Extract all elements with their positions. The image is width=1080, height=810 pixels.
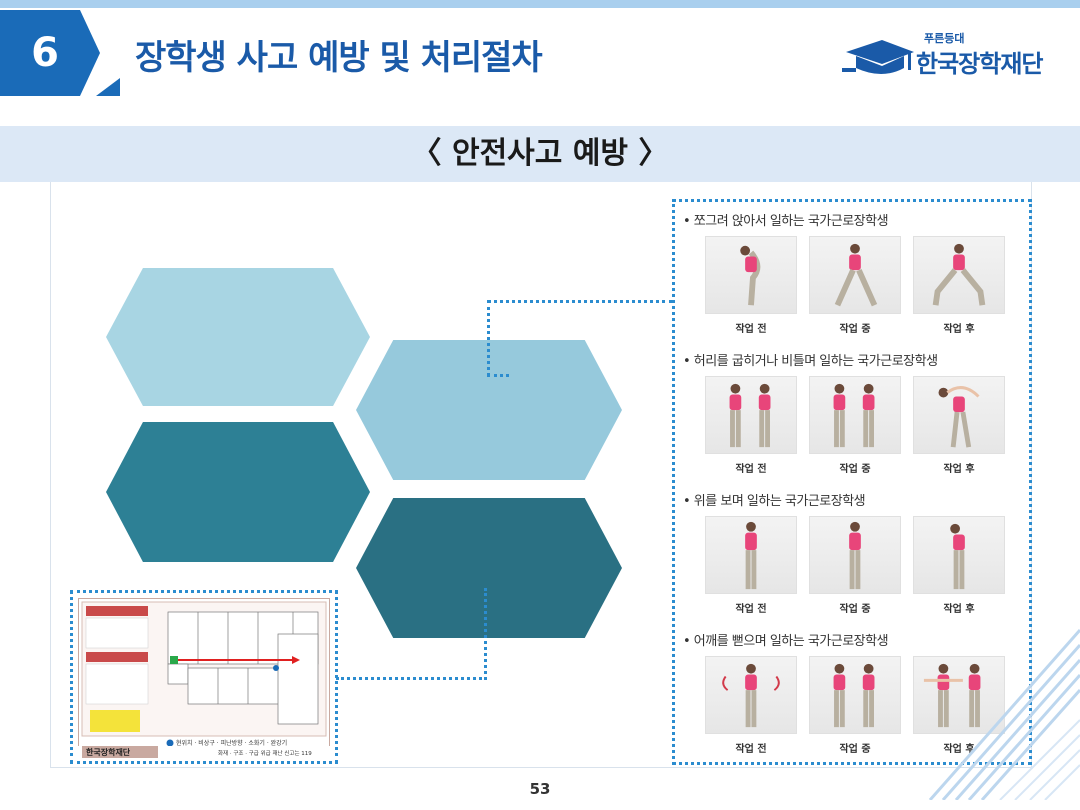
exercise-caption: 작업 후 (943, 324, 975, 335)
exercise-photo (913, 656, 1005, 734)
exercise-heading-2: • 허리를 굽히거나 비틀며 일하는 국가근로장학생 (683, 354, 938, 369)
page-title: 장학생 사고 예방 및 처리절차 (135, 38, 543, 78)
exercise-caption: 작업 중 (839, 744, 871, 755)
person-figure-icon (740, 245, 761, 306)
exercise-heading-3: • 위를 보며 일하는 국가근로장학생 (683, 494, 866, 509)
graduation-cap-icon (842, 40, 914, 74)
hexagon-dark (356, 498, 622, 638)
logo-name: 한국장학재단 (916, 50, 1043, 78)
hexagon-teal (106, 422, 370, 562)
person-figure-icon (833, 663, 875, 728)
evacuation-floorplan: 현위치 · 비상구 · 피난방향 · 소화기 · 완강기 한국장학재단 화재 ·… (78, 598, 330, 758)
top-accent-bar (0, 0, 1080, 8)
exercise-caption: 작업 후 (943, 464, 975, 475)
exercise-heading-1: • 쪼그려 앉아서 일하는 국가근로장학생 (683, 214, 889, 229)
floorplan-footer-note: 화재 · 구조 · 구급 위급 재난 신고는 119 (218, 749, 312, 757)
exercise-heading-4: • 어깨를 뻗으며 일하는 국가근로장학생 (683, 634, 889, 649)
exercise-photo (913, 516, 1005, 594)
exercise-photo (809, 376, 901, 454)
person-figure-icon (923, 663, 981, 728)
section-number: 6 (31, 30, 59, 76)
exercise-caption: 작업 중 (839, 324, 871, 335)
person-figure-icon (745, 521, 757, 590)
floorplan-legend: 현위치 · 비상구 · 피난방향 · 소화기 · 완강기 (176, 739, 287, 747)
person-figure-icon (950, 523, 965, 590)
kosaf-logo: 푸른등대 한국장학재단 (842, 28, 1052, 82)
exercise-caption: 작업 전 (735, 324, 767, 335)
exercise-panel: • 쪼그려 앉아서 일하는 국가근로장학생 • 허리를 굽히거나 비틀며 일하는… (673, 198, 1031, 764)
person-figure-icon (932, 243, 986, 306)
exercise-photo (809, 656, 901, 734)
section-number-badge: 6 (0, 10, 100, 96)
exercise-photo (705, 516, 797, 594)
exercise-frame (672, 199, 1032, 765)
connector-top-vertical (487, 300, 490, 376)
section-badge-tail (96, 78, 120, 96)
person-figure-icon (938, 386, 980, 448)
exercise-caption: 작업 후 (943, 744, 975, 755)
connector-top-stub (487, 374, 509, 377)
exercise-caption: 작업 전 (735, 604, 767, 615)
person-figure-icon (834, 243, 878, 307)
connector-bottom-vertical (484, 588, 487, 680)
exercise-caption: 작업 후 (943, 604, 975, 615)
exercise-photo (913, 236, 1005, 314)
connector-top-horizontal (487, 300, 673, 303)
hexagon-light (106, 268, 370, 406)
person-figure-icon (722, 663, 780, 728)
exercise-caption: 작업 전 (735, 464, 767, 475)
exercise-caption: 작업 중 (839, 604, 871, 615)
section-subtitle: 〈 안전사고 예방 〉 (411, 136, 669, 171)
page-number: 53 (529, 780, 551, 798)
exercise-photo (705, 236, 797, 314)
subtitle-band (0, 126, 1080, 182)
decorative-stripes-top (928, 629, 1080, 800)
logo-subtitle: 푸른등대 (924, 32, 965, 45)
exercise-photo (705, 376, 797, 454)
person-figure-icon (833, 383, 875, 448)
exercise-caption: 작업 전 (735, 744, 767, 755)
exercise-photo (913, 376, 1005, 454)
exercise-photo (705, 656, 797, 734)
person-figure-icon (729, 383, 771, 448)
connector-bottom-horizontal (336, 677, 487, 680)
exercise-caption: 작업 중 (839, 464, 871, 475)
person-figure-icon (849, 521, 861, 590)
exercise-photo (809, 516, 901, 594)
floorplan-footer-name: 한국장학재단 (86, 747, 131, 757)
exercise-photo (809, 236, 901, 314)
